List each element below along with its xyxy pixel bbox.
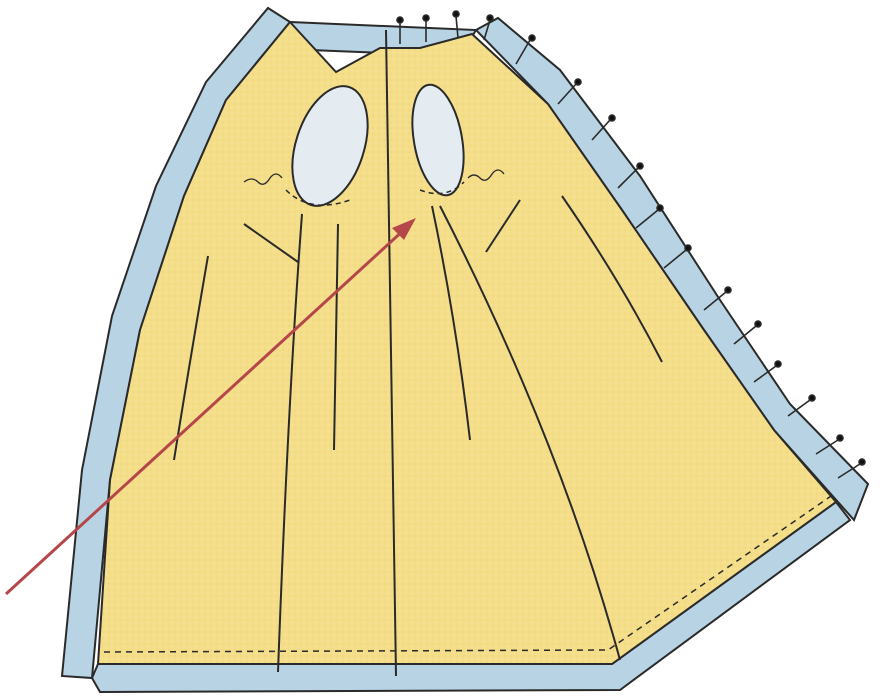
illustration-canvas bbox=[0, 0, 890, 696]
cape-illustration bbox=[0, 0, 890, 696]
